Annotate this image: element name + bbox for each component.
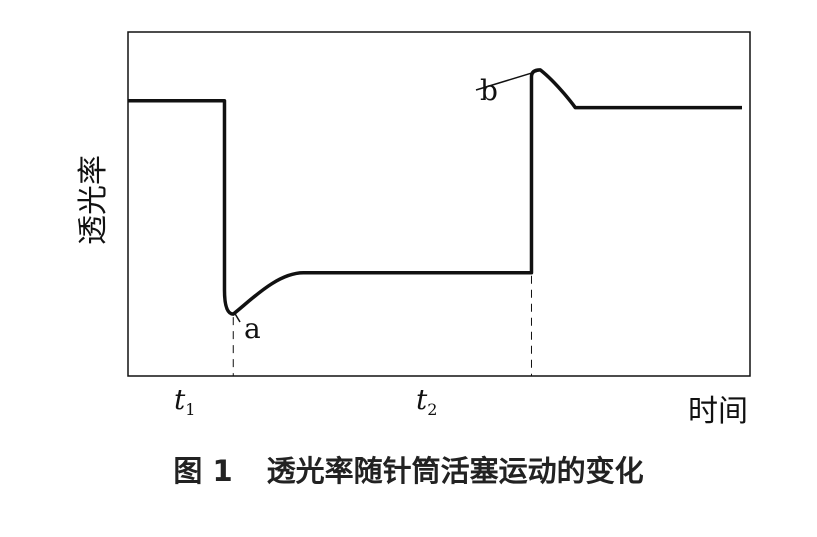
- annotation-a-leader: [234, 313, 241, 323]
- y-axis-label: 透光率: [76, 155, 111, 245]
- x-axis-label: 时间: [688, 394, 748, 429]
- tick-t2: t2: [416, 383, 438, 419]
- annotation-b-leader: [475, 69, 543, 91]
- transmittance-curve: [128, 68, 742, 316]
- annotation-b-label: b: [480, 74, 498, 107]
- tick-t1: t1: [174, 383, 196, 419]
- annotation-a-label: a: [244, 312, 261, 345]
- plot-frame: [127, 31, 751, 377]
